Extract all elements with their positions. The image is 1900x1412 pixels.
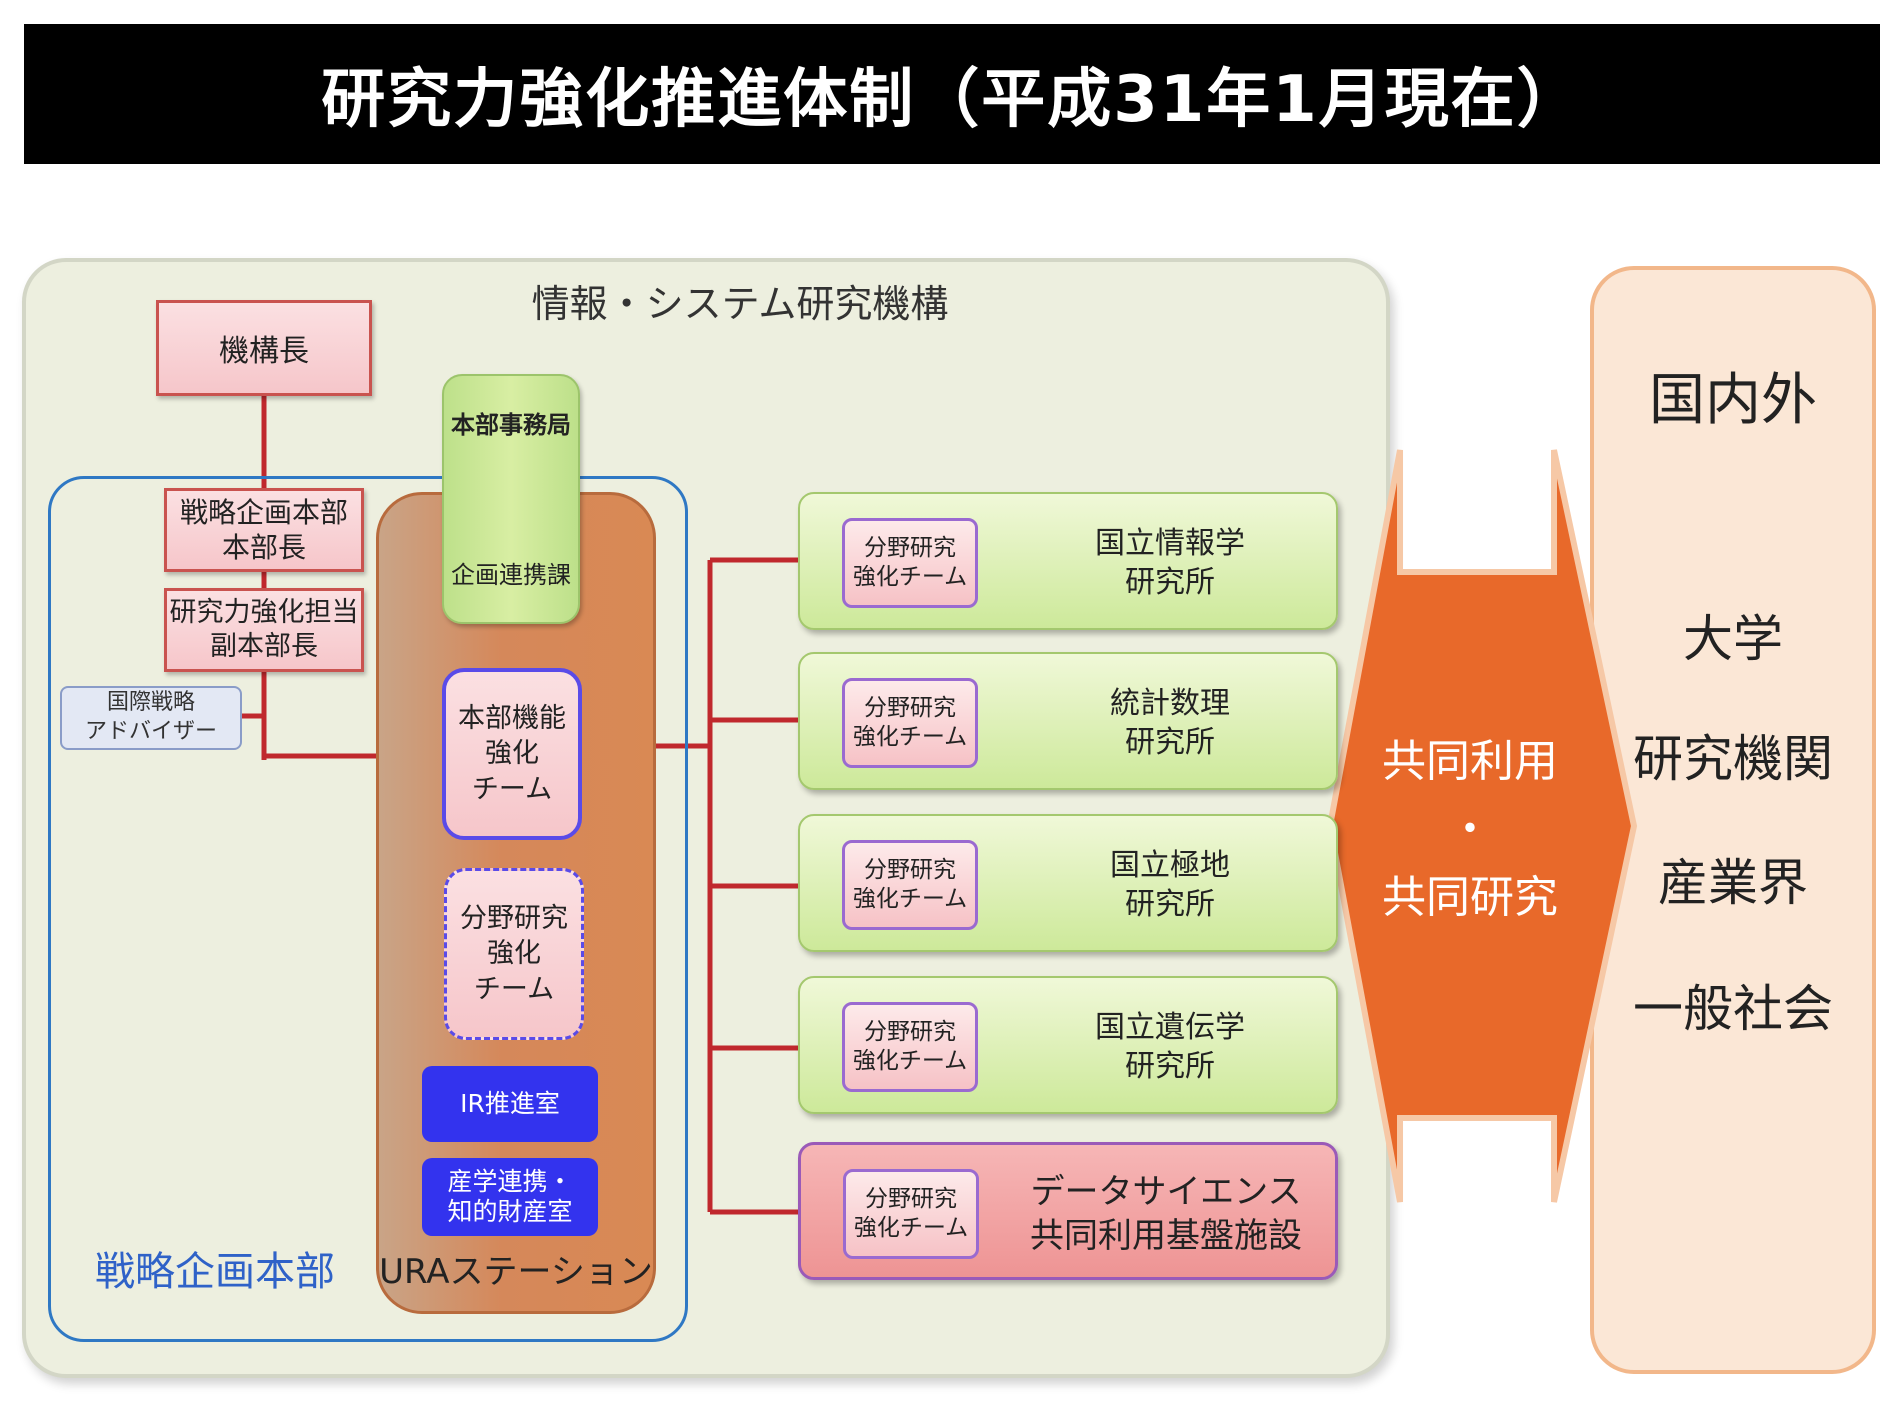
joint-use-label: 共同利用 ・ 共同研究: [1370, 730, 1570, 930]
joint-use-line2: 共同研究: [1382, 872, 1558, 924]
institute-team-box: 分野研究 強化チーム: [843, 1169, 979, 1259]
ip-office-line2: 知的財産室: [447, 1197, 573, 1226]
institute-team-line2: 強化チーム: [852, 564, 968, 590]
institute-box-nipr: 分野研究 強化チーム 国立極地 研究所: [798, 814, 1338, 952]
hq-team-line1: 本部機能: [458, 703, 566, 735]
joint-use-line1: 共同利用: [1382, 735, 1558, 787]
advisor-line1: 国際戦略: [106, 690, 195, 716]
page-title: 研究力強化推進体制（平成31年1月現在）: [24, 24, 1880, 164]
institute-team-box: 分野研究 強化チーム: [842, 678, 978, 768]
institute-team-line1: 分野研究: [864, 535, 956, 562]
joint-use-double-arrow: [1326, 449, 1638, 1203]
outside-item-general-society: 一般社会: [1633, 980, 1833, 1038]
institute-team-line2: 強化チーム: [852, 724, 968, 750]
institute-name: 統計数理 研究所: [1020, 654, 1320, 792]
director-label: 機構長: [219, 334, 309, 369]
ir-office-box: IR推進室: [422, 1066, 598, 1142]
institute-box-ism: 分野研究 強化チーム 統計数理 研究所: [798, 652, 1338, 790]
hq-function-team-box: 本部機能 強化 チーム: [442, 668, 582, 840]
international-advisor-box: 国際戦略 アドバイザー: [60, 686, 242, 750]
institute-team-line1: 分野研究: [865, 1186, 957, 1213]
planning-division-name: 企画連携課: [451, 560, 571, 589]
institute-name: 国立極地 研究所: [1020, 816, 1320, 954]
outside-item-industry: 産業界: [1658, 854, 1808, 912]
ip-office-line1: 産学連携・: [447, 1167, 573, 1196]
strategy-hq-frame: [48, 476, 688, 1342]
institute-team-line1: 分野研究: [864, 695, 956, 722]
institute-name: データサイエンス 共同利用基盤施設: [1001, 1145, 1331, 1283]
institute-box-ds: 分野研究 強化チーム データサイエンス 共同利用基盤施設: [798, 1142, 1338, 1280]
institute-box-nii: 分野研究 強化チーム 国立情報学 研究所: [798, 492, 1338, 630]
institute-name-line1: 統計数理: [1110, 686, 1230, 721]
institute-team-line2: 強化チーム: [852, 886, 968, 912]
organization-name: 情報・システム研究機構: [531, 281, 949, 326]
institute-name: 国立遺伝学 研究所: [1020, 978, 1320, 1116]
institute-team-line1: 分野研究: [864, 857, 956, 884]
head-office-name: 本部事務局: [451, 410, 571, 439]
strategy-hq-head-line2: 本部長: [221, 531, 306, 564]
field-team-line2: 強化: [487, 938, 541, 970]
institute-name-line1: 国立遺伝学: [1095, 1010, 1245, 1045]
deputy-head-line1: 研究力強化担当: [169, 597, 359, 629]
institute-name-line1: 国立情報学: [1095, 526, 1245, 561]
ir-office-label: IR推進室: [460, 1089, 560, 1118]
outside-item-research-institutions: 研究機関: [1633, 730, 1833, 788]
field-team-line3: チーム: [473, 973, 555, 1005]
institute-team-line2: 強化チーム: [852, 1048, 968, 1074]
institute-name-line2: 研究所: [1125, 565, 1215, 600]
institute-name-line1: 国立極地: [1110, 848, 1230, 883]
institute-name-line2: 共同利用基盤施設: [1030, 1216, 1302, 1256]
hq-team-line3: チーム: [471, 773, 553, 805]
institute-team-box: 分野研究 強化チーム: [842, 518, 978, 608]
advisor-line2: アドバイザー: [84, 719, 217, 744]
ura-station-label: URAステーション: [379, 1251, 653, 1292]
institute-name-line2: 研究所: [1125, 1049, 1215, 1084]
joint-use-dot: ・: [1448, 803, 1492, 855]
deputy-head-line2: 副本部長: [210, 631, 318, 662]
institute-team-line1: 分野研究: [864, 1019, 956, 1046]
institute-team-box: 分野研究 強化チーム: [842, 1002, 978, 1092]
strategy-hq-label: 戦略企画本部: [95, 1249, 335, 1295]
page-title-text: 研究力強化推進体制（平成31年1月現在）: [321, 63, 1583, 137]
outside-item-university: 大学: [1683, 610, 1783, 668]
strategy-hq-head-box: 戦略企画本部 本部長: [164, 488, 364, 572]
outside-title: 国内外: [1649, 367, 1817, 433]
head-office-box: 本部事務局 企画連携課: [442, 374, 580, 624]
institute-name-line1: データサイエンス: [1030, 1171, 1302, 1212]
hq-team-line2: 強化: [485, 738, 539, 770]
director-box: 機構長: [156, 300, 372, 396]
institute-name: 国立情報学 研究所: [1020, 494, 1320, 632]
institute-name-line2: 研究所: [1125, 887, 1215, 922]
strategy-hq-head-line1: 戦略企画本部: [179, 496, 348, 529]
institute-team-line2: 強化チーム: [853, 1215, 969, 1241]
institute-box-nig: 分野研究 強化チーム 国立遺伝学 研究所: [798, 976, 1338, 1114]
institute-team-box: 分野研究 強化チーム: [842, 840, 978, 930]
deputy-head-box: 研究力強化担当 副本部長: [164, 588, 364, 672]
field-team-line1: 分野研究: [460, 903, 568, 935]
institute-name-line2: 研究所: [1125, 725, 1215, 760]
field-research-team-box: 分野研究 強化 チーム: [444, 868, 584, 1040]
ip-office-box: 産学連携・ 知的財産室: [422, 1158, 598, 1236]
